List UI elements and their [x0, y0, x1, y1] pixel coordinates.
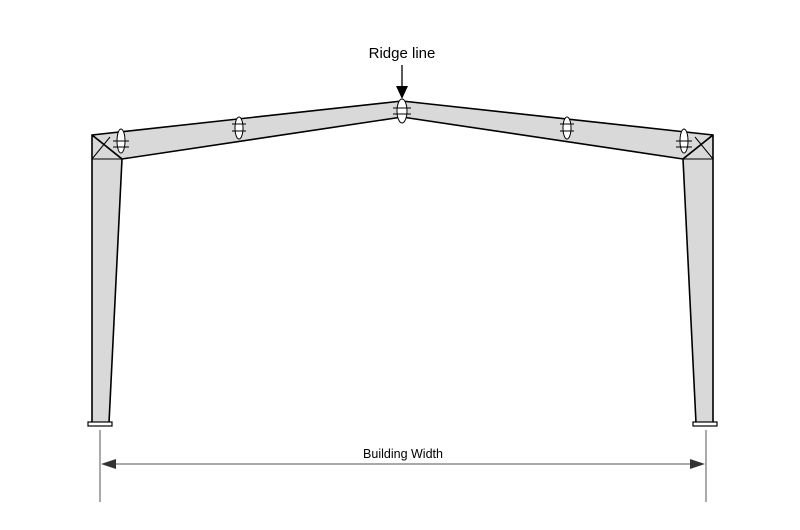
left-rafter — [91, 100, 403, 160]
splice-ridge — [393, 98, 411, 124]
splice-left-mid — [232, 116, 246, 140]
building-width-label: Building Width — [363, 447, 443, 461]
building-width-dimension — [99, 430, 707, 502]
splice-right-knee — [676, 128, 692, 154]
left-knee-haunch — [91, 134, 123, 160]
right-knee-haunch — [682, 134, 714, 160]
right-base-plate — [692, 421, 718, 427]
ridge-line-label: Ridge line — [369, 45, 436, 62]
width-arrow-right — [690, 459, 705, 469]
right-rafter — [401, 100, 714, 160]
left-column — [91, 134, 123, 424]
right-column — [682, 134, 714, 424]
splice-connections — [113, 98, 692, 154]
splice-left-knee — [113, 128, 129, 154]
left-base-plate — [87, 421, 113, 427]
base-plates — [87, 421, 718, 427]
width-arrow-left — [101, 459, 116, 469]
splice-right-mid — [560, 116, 574, 140]
ridge-arrow — [396, 65, 408, 99]
